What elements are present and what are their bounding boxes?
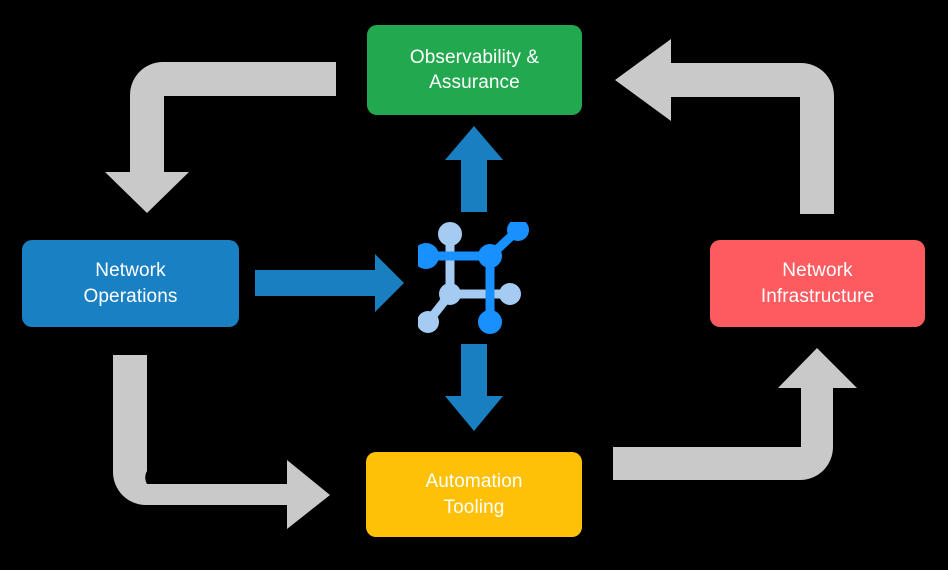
arrow-center-to-observability (445, 126, 503, 212)
node-network-operations[interactable]: Network Operations (22, 240, 239, 327)
topology-nodes-secondary (418, 222, 521, 333)
arrow-operations-to-center (255, 254, 404, 312)
node-automation-label: Automation Tooling (425, 471, 523, 518)
node-operations-label: Network Operations (83, 260, 178, 307)
arrow-observability-to-operations (105, 62, 336, 213)
topology-nodes-primary (418, 222, 529, 334)
network-topology-icon (418, 222, 529, 334)
arrow-automation-to-infrastructure (613, 348, 857, 480)
node-network-infrastructure[interactable]: Network Infrastructure (710, 240, 925, 327)
node-infrastructure-label: Network Infrastructure (760, 260, 875, 307)
arrow-infrastructure-to-observability (615, 39, 834, 214)
arrow-center-to-automation (445, 344, 503, 431)
node-automation-tooling[interactable]: Automation Tooling (366, 452, 582, 537)
node-observability-and-assurance[interactable]: Observability & Assurance (367, 25, 582, 115)
arrow-operations-to-automation (113, 355, 330, 529)
node-observability-label: Observability & Assurance (409, 46, 540, 93)
